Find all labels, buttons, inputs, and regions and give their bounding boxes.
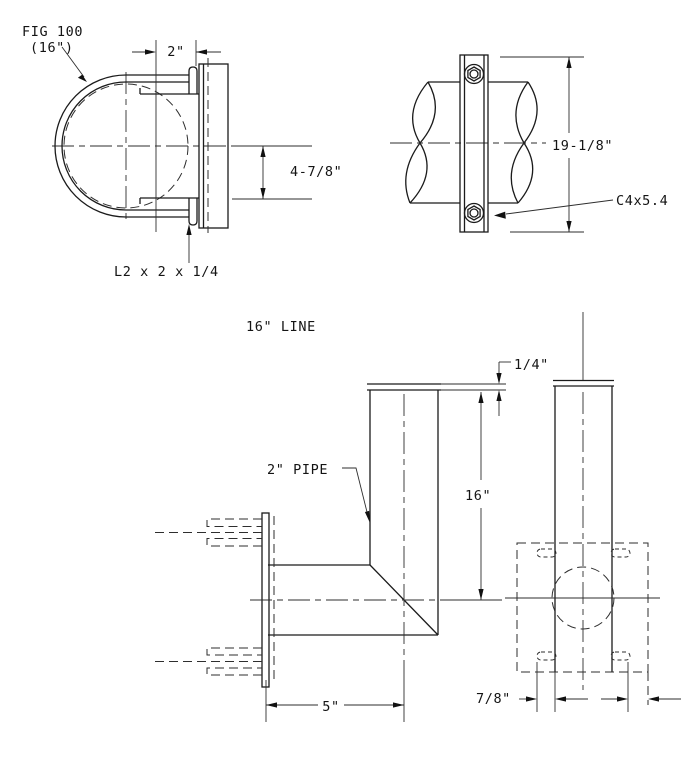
angle-size-label: L2 x 2 x 1/4: [114, 264, 219, 280]
fig-label-line1: FIG 100: [22, 24, 83, 40]
fig-label-group: FIG 100 (16"): [22, 24, 87, 82]
elbow-front-view: 2" PIPE 1/4" 16": [155, 357, 549, 722]
angle-legs: [139, 88, 199, 204]
vertical-pipe: [367, 383, 441, 635]
channel-label-group: C4x5.4: [494, 193, 668, 219]
vertical-pipe-side: [553, 379, 614, 672]
channel-section: [459, 54, 489, 233]
channel-size-label: C4x5.4: [616, 193, 668, 209]
dimension-1-4: 1/4": [441, 357, 549, 416]
ubolt-bottom-end-tab: [188, 198, 198, 226]
pipe-clamp-side-view: 19-1/8" C4x5.4: [390, 54, 668, 233]
dim-7-8-label: 7/8": [476, 691, 511, 707]
elbow-side-view: 7/8": [476, 312, 681, 712]
fig-label-line2: (16"): [30, 40, 74, 56]
pipe-break-left: [405, 81, 436, 204]
dimension-7-8: 7/8": [476, 662, 681, 712]
bolt-slots: [536, 548, 631, 661]
line-size-note: 16" LINE: [246, 319, 316, 335]
dim-19-1-8-label: 19-1/8": [552, 138, 613, 154]
dim-4-7-8-label: 4-7/8": [290, 164, 342, 180]
ubolt-rod: [54, 66, 198, 226]
hidden-bolt-upper: [155, 518, 262, 547]
pipe-size-label: 2" PIPE: [267, 462, 328, 478]
mounting-plate: [198, 58, 229, 233]
dim-5-label: 5": [322, 699, 339, 715]
dimension-16: 16": [465, 392, 491, 600]
base-plate-hidden: [516, 542, 649, 705]
dim-1-4-label: 1/4": [514, 357, 549, 373]
ubolt-clamp-view: 2" 4-7/8" FIG 100 (16") L2 x 2 x 1/4: [22, 24, 342, 280]
angle-label-group: L2 x 2 x 1/4: [114, 224, 219, 280]
dimension-4-7-8: 4-7/8": [232, 146, 342, 200]
pipe-break-right: [510, 81, 538, 204]
ubolt-top-end-tab: [188, 66, 198, 94]
hidden-bolt-lower: [155, 647, 262, 676]
dimension-2in: 2": [132, 40, 221, 232]
pipe-outline: [410, 81, 528, 204]
hex-bolt-bottom: [463, 202, 485, 224]
dimension-5: 5": [265, 674, 405, 722]
dimension-19-1-8: 19-1/8": [500, 56, 613, 233]
dim-16-label: 16": [465, 488, 491, 504]
pipe-label-group: 2" PIPE: [267, 462, 370, 523]
dim-2in-label: 2": [167, 44, 184, 60]
hex-bolt-top: [463, 63, 485, 85]
